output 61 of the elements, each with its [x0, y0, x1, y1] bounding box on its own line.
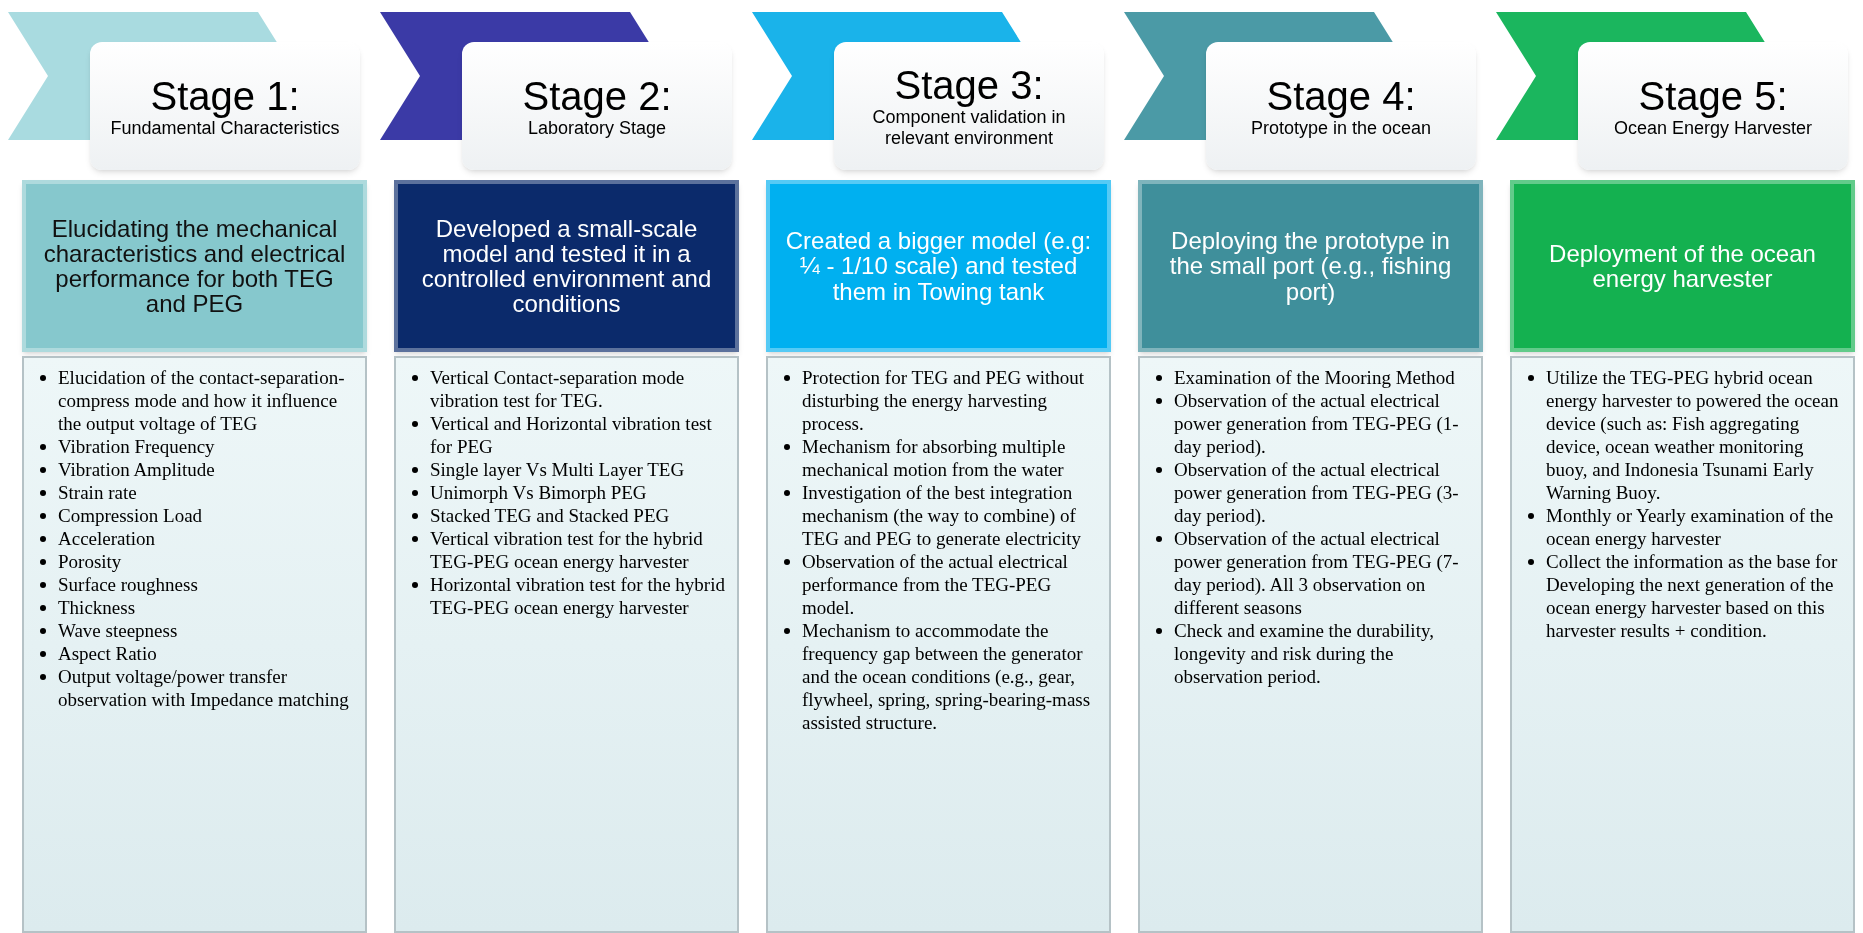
- header-text: Developed a small-scale model and tested it in a controlled environment and conditions: [420, 215, 713, 317]
- bullet-item: Surface roughness: [58, 573, 198, 596]
- bullet-item: Porosity: [58, 550, 122, 573]
- bullet-item: Vertical and Horizontal vibration test for PEG: [430, 412, 713, 458]
- bullet-item: Protection for TEG and PEG without disturbing the energy harvesting process.: [802, 366, 1085, 435]
- bullet-item: Check and examine the durability, longevity and risk during the observation period.: [1174, 619, 1435, 688]
- bullet-item: Output voltage/power transfer observation with Impedance matching: [58, 665, 350, 711]
- bullet-item: Single layer Vs Multi Layer TEG: [430, 458, 685, 481]
- bullet-item: Investigation of the best integration mechanism (the way to combine) of TEG and PEG to generate electricity: [802, 481, 1083, 550]
- bullet-item: Monthly or Yearly examination of the ocean energy harvester: [1546, 504, 1835, 550]
- stage-subtitle: Laboratory Stage: [527, 117, 667, 139]
- details-box: [1510, 356, 1855, 933]
- stage-title: Stage 2:: [522, 73, 672, 118]
- bullet-item: Horizontal vibration test for the hybrid TEG-PEG ocean energy harvester: [430, 573, 726, 619]
- header-text: Deploying the prototype in the small port (e.g., fishing port): [1168, 228, 1453, 304]
- stage-title-box: [1578, 42, 1848, 170]
- stage-title: Stage 1:: [150, 73, 300, 118]
- bullet-item: Thickness: [58, 596, 136, 619]
- bullet-item: Observation of the actual electrical power generation from TEG-PEG (7-day period). All 3 observation on different seasons: [1174, 527, 1460, 619]
- bullet-item: Compression Load: [58, 504, 203, 527]
- stage-title-box: [90, 42, 360, 170]
- stage-title: Stage 4:: [1266, 73, 1416, 118]
- bullet-item: Mechanism to accommodate the frequency gap between the generator and the ocean conditions (e.g., gear, flywheel, spring, spring-bearing-mass assisted structure.: [802, 619, 1092, 734]
- stage-header-box: [1510, 180, 1855, 352]
- bullet-item: Elucidation of the contact-separation-compress mode and how it influence the output voltage of TEG: [58, 366, 346, 435]
- bullet-item: Aspect Ratio: [58, 642, 157, 665]
- bullet-item: Vibration Frequency: [58, 435, 215, 458]
- bullet-item: Examination of the Mooring Method: [1174, 366, 1455, 389]
- bullet-item: Stacked TEG and Stacked PEG: [430, 504, 670, 527]
- stage-title-box: [1206, 42, 1476, 170]
- bullet-item: Strain rate: [58, 481, 137, 504]
- stage-title: Stage 5:: [1638, 73, 1788, 118]
- stage-subtitle: Ocean Energy Harvester: [1613, 117, 1813, 139]
- stage-subtitle: Component validation in relevant environment: [871, 107, 1067, 149]
- bullet-item: Mechanism for absorbing multiple mechanical motion from the water: [802, 435, 1067, 481]
- header-text: Elucidating the mechanical characteristics and electrical performance for both TEG and PEG: [42, 215, 347, 317]
- bullet-item: Wave steepness: [58, 619, 178, 642]
- details-box: [766, 356, 1111, 933]
- details-box: [394, 356, 739, 933]
- details-box: [22, 356, 367, 933]
- bullet-item: Observation of the actual electrical performance from the TEG-PEG model.: [802, 550, 1069, 619]
- stage-header-box: [394, 180, 739, 352]
- stage-subtitle: Fundamental Characteristics: [110, 117, 340, 139]
- bullet-item: Vibration Amplitude: [58, 458, 215, 481]
- stage-title-box: [462, 42, 732, 170]
- stage-header-box: [766, 180, 1111, 352]
- bullet-item: Vertical Contact-separation mode vibration test for TEG.: [430, 366, 686, 412]
- bullet-item: Vertical vibration test for the hybrid TEG-PEG ocean energy harvester: [430, 527, 704, 573]
- header-text: Created a bigger model (e.g: ¼ - 1/10 scale) and tested them in Towing tank: [784, 228, 1093, 304]
- bullet-item: Observation of the actual electrical power generation from TEG-PEG (3-day period).: [1174, 458, 1460, 527]
- stage-header-box: [22, 180, 367, 352]
- details-box: [1138, 356, 1483, 933]
- header-text: Deployment of the ocean energy harvester: [1548, 240, 1817, 292]
- bullet-item: Collect the information as the base for Developing the next generation of the ocean energy harvester based on this harvester results + condition.: [1546, 550, 1839, 642]
- stage-title-box: [834, 42, 1104, 170]
- bullet-item: Acceleration: [58, 527, 156, 550]
- bullet-item: Unimorph Vs Bimorph PEG: [430, 481, 647, 504]
- bullet-item: Observation of the actual electrical power generation from TEG-PEG (1-day period).: [1174, 389, 1460, 458]
- bullet-item: Utilize the TEG-PEG hybrid ocean energy harvester to powered the ocean device (such as: Fish aggregating device, ocean weather monitoring buoy, and Indonesia Tsunami Early Warning Buoy.: [1546, 366, 1840, 504]
- stage-header-box: [1138, 180, 1483, 352]
- stage-subtitle: Prototype in the ocean: [1250, 117, 1432, 139]
